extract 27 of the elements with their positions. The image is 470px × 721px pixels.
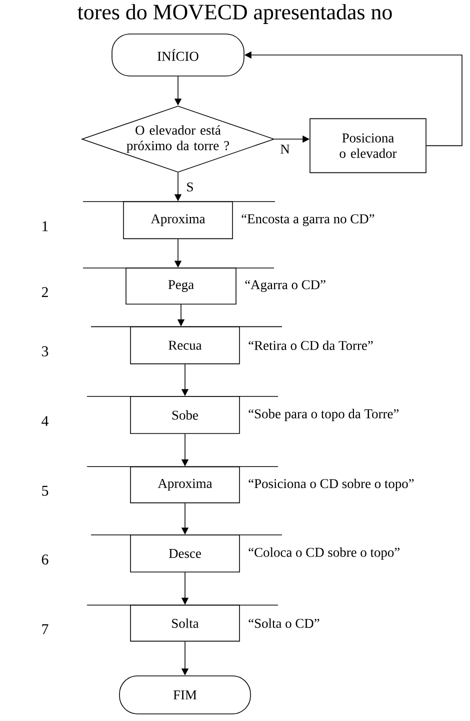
- step-description: “Encosta a garra no CD”: [242, 214, 374, 226]
- terminal-box: FIM: [119, 676, 251, 714]
- terminal-box: INÍCIO: [112, 34, 244, 76]
- step-description: “Posiciona o CD sobre o topo”: [248, 478, 414, 491]
- step-number: 5: [42, 486, 48, 496]
- process-box: Pega: [126, 268, 236, 304]
- step-number: 2: [42, 287, 48, 298]
- process-box: Aproxima: [123, 201, 233, 240]
- process-box: Sobe: [130, 396, 240, 434]
- step-description: “Agarra o CD”: [245, 280, 326, 292]
- heading: tores do MOVECD apresentadas no: [78, 4, 392, 24]
- process-box: Desce: [130, 534, 240, 572]
- process-box: Posiciona o elevador: [310, 118, 426, 174]
- edge-label: S: [187, 182, 193, 192]
- edge-label: N: [280, 144, 290, 154]
- step-number: 7: [42, 624, 48, 634]
- step-number: 4: [42, 416, 48, 426]
- step-number: 1: [42, 221, 48, 232]
- process-box: Recua: [130, 326, 240, 364]
- process-box: Aproxima: [130, 466, 240, 504]
- step-number: 3: [42, 346, 48, 356]
- step-description: “Coloca o CD sobre o topo”: [248, 547, 400, 560]
- step-description: “Retira o CD da Torre”: [248, 340, 373, 350]
- step-number: 6: [42, 554, 48, 565]
- step-description: “Solta o CD”: [248, 618, 320, 628]
- process-box: Solta: [130, 604, 240, 642]
- step-description: “Sobe para o topo da Torre”: [248, 408, 399, 422]
